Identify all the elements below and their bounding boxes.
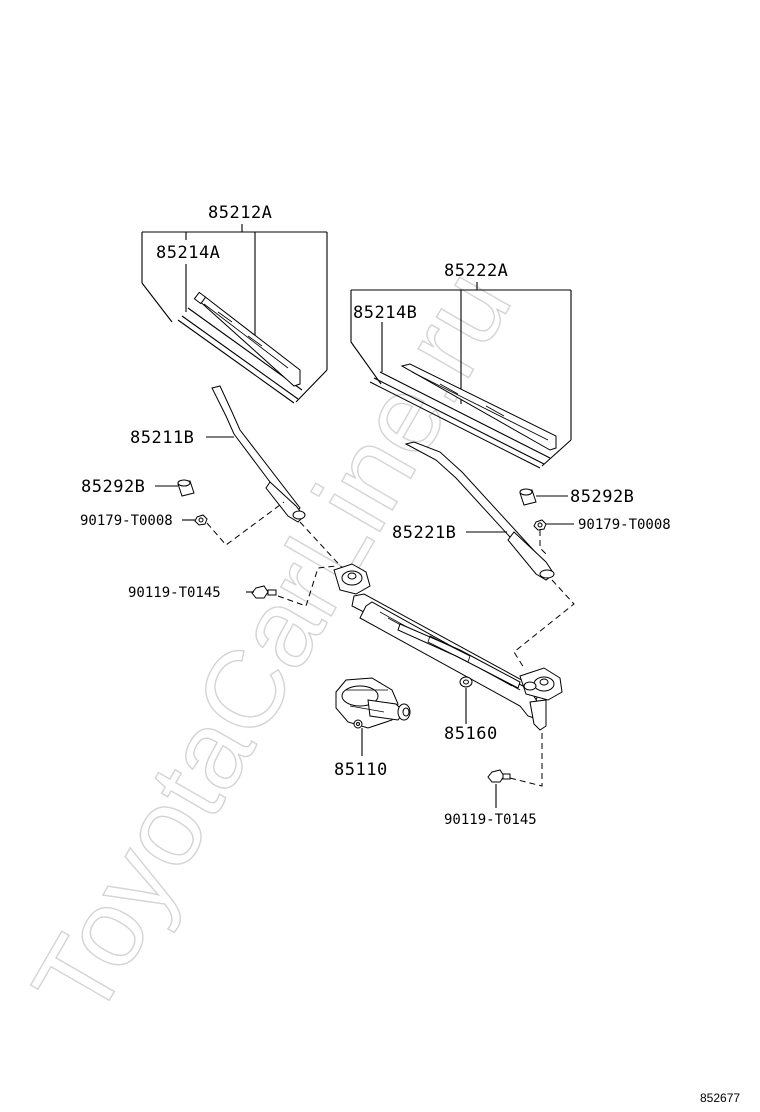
label-85222A: 85222A	[444, 261, 508, 281]
bolt-90119-T0145-bottom	[487, 769, 511, 783]
label-85292B-left: 85292B	[81, 477, 145, 497]
label-85221B: 85221B	[392, 523, 456, 543]
cap-85292B-left	[177, 479, 195, 497]
label-90179-T0008-left: 90179-T0008	[80, 513, 173, 529]
diagram-id: 852677	[700, 1091, 740, 1105]
dash-90119-left	[277, 565, 337, 607]
dash-arm-left	[299, 521, 347, 573]
label-85292B-right: 85292B	[570, 487, 634, 507]
bolt-90119-T0145-left	[251, 585, 277, 599]
dash-90119-bottom	[509, 730, 543, 787]
wiper-blade-85222A	[369, 363, 557, 469]
wiper-blade-85212A	[177, 291, 303, 404]
label-90119-T0145-bottom: 90119-T0145	[444, 812, 537, 828]
wiper-motor-85110	[335, 677, 411, 729]
cap-85292B-right	[519, 488, 537, 506]
label-85214A: 85214A	[156, 243, 220, 263]
label-90179-T0008-right: 90179-T0008	[578, 517, 671, 533]
nut-90179-T0008-right	[533, 519, 547, 531]
label-85212A: 85212A	[208, 203, 272, 223]
label-85211B: 85211B	[130, 428, 194, 448]
label-85160: 85160	[444, 724, 498, 744]
label-90119-T0145-left: 90119-T0145	[128, 585, 221, 601]
dash-arm-right	[513, 579, 575, 669]
label-85214B: 85214B	[353, 303, 417, 323]
bracket-85222A	[350, 282, 572, 467]
dash-90179-right	[539, 530, 549, 557]
nut-90179-T0008-left	[194, 514, 208, 526]
wiper-arm-85221B	[404, 441, 555, 581]
label-85110: 85110	[334, 760, 388, 780]
wiper-arm-85211B	[211, 385, 306, 523]
wiper-link-85160	[333, 563, 563, 731]
bracket-85212A	[141, 224, 328, 403]
